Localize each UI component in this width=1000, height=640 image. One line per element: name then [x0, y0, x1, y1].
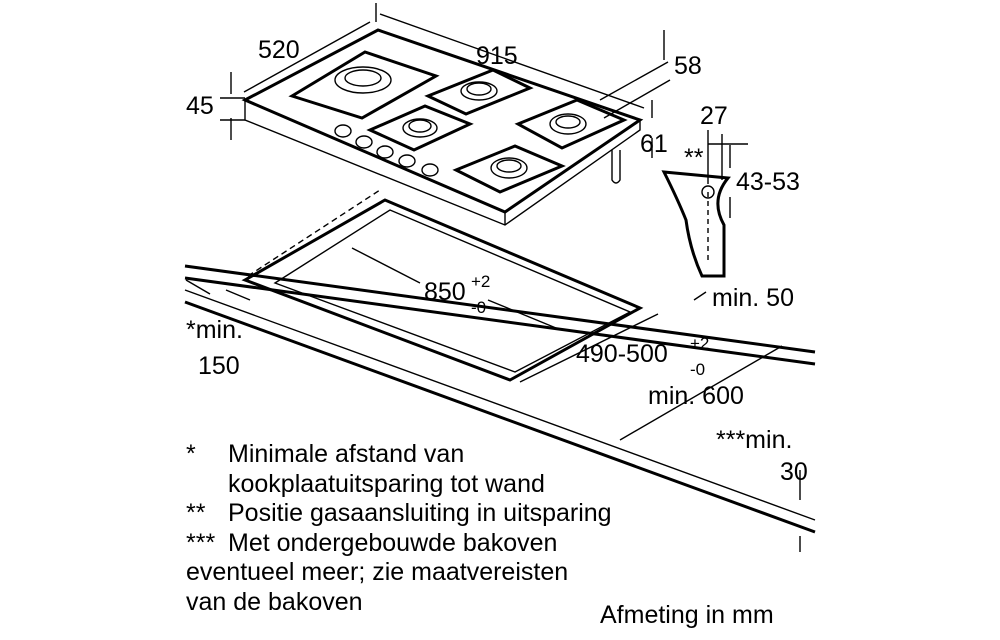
footnote-text: Met ondergebouwde bakoven	[228, 528, 558, 557]
footnote-text: Positie gasaansluiting in uitsparing	[228, 499, 612, 527]
dim-cutout-depth-tol-plus: +2	[690, 334, 709, 353]
cutout-outline	[241, 198, 644, 382]
footnote-gas-connection: ** Positie gasaansluiting in uitsparing	[186, 499, 612, 529]
footnote-text: eventueel meer; zie maatvereisten	[186, 558, 569, 586]
dim-connection-offset: 27	[700, 102, 728, 130]
dashed-guide	[247, 189, 381, 277]
footnote-text: kookplaatuitsparing tot wand	[228, 469, 545, 498]
footnote-marker: **	[186, 499, 206, 527]
burner-grate-wok	[288, 50, 440, 120]
dim-rear-offset: 61	[640, 130, 668, 158]
burner-grate-right	[514, 98, 628, 150]
burner-grate-front-left	[366, 104, 474, 152]
footnote-wall-distance: * Minimale afstand van	[186, 440, 612, 470]
dim-cutout-width: 850	[424, 278, 466, 306]
dim-depth: 520	[258, 36, 300, 64]
hob	[241, 28, 644, 226]
units-note: Afmeting in mm	[600, 601, 774, 629]
footnote-oven: *** Met ondergebouwde bakoven	[186, 529, 612, 559]
footnote-wall-distance-cont: kookplaatuitsparing tot wand	[186, 470, 612, 500]
gas-connection-detail	[661, 130, 748, 278]
footnote-marker: *	[186, 440, 196, 468]
connection-marker: **	[684, 144, 704, 172]
footnote-oven-cont: eventueel meer; zie maatvereisten	[186, 558, 612, 588]
dim-width: 915	[476, 42, 518, 70]
footnotes: * Minimale afstand van kookplaatuitspari…	[186, 440, 612, 617]
footnote-text: Minimale afstand van	[228, 440, 465, 468]
dim-oven-min-line1: ***min.	[716, 426, 792, 454]
worktop	[184, 264, 816, 534]
dim-oven-min-line2: 30	[780, 458, 808, 486]
footnote-marker: ***	[186, 528, 216, 557]
dim-cutout-width-tol-plus: +2	[471, 272, 490, 291]
dim-wall-min-line2: 150	[198, 352, 240, 380]
dim-height: 45	[186, 92, 214, 120]
dim-front-edge-min: min. 50	[712, 284, 794, 312]
gas-pipe	[611, 150, 621, 184]
footnote-text: van de bakoven	[186, 587, 363, 616]
dim-wall-min-line1: *min.	[186, 316, 243, 344]
dim-connection-height: 43-53	[736, 168, 800, 196]
dim-side-offset: 58	[674, 52, 702, 80]
burner-grate-front-right	[452, 144, 566, 194]
burner-grate-rear-center	[424, 68, 534, 116]
dim-cutout-depth-tol-minus: -0	[690, 360, 705, 379]
dimension-lines	[185, 3, 801, 552]
footnote-oven-cont2: van de bakoven	[186, 588, 612, 618]
dim-cutout-width-tol-minus: -0	[471, 298, 486, 317]
dim-cutout-depth: 490-500	[576, 340, 668, 368]
control-knobs	[334, 124, 439, 177]
dim-worktop-min-depth: min. 600	[648, 382, 744, 410]
